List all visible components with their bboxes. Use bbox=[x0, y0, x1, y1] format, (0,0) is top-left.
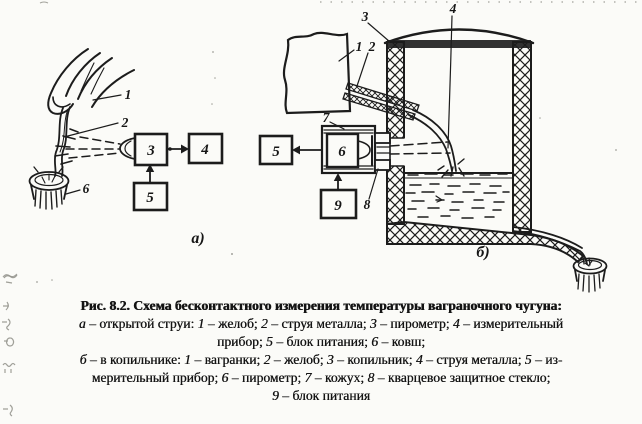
melt-pool bbox=[403, 172, 514, 219]
arrow-power-to-pyrometer-a bbox=[145, 164, 155, 184]
ladle-b bbox=[572, 257, 608, 293]
margin-scribbles bbox=[2, 274, 18, 417]
melt-dashes bbox=[405, 173, 510, 219]
cupola-furnace bbox=[282, 31, 352, 115]
trough bbox=[47, 48, 135, 115]
caption-line: 9 – блок питания bbox=[271, 388, 371, 404]
caption-line: а – открытой струи: 1 – желоб; 2 – струя… bbox=[78, 316, 564, 332]
arrow-pyrometer-to-device bbox=[166, 144, 189, 154]
power-box-label-b: 9 bbox=[334, 198, 342, 214]
chute-ref-label: 2 bbox=[368, 39, 376, 54]
power-supply-box-b: 9 bbox=[319, 188, 358, 220]
pyrometer-box-a: 3 bbox=[133, 132, 169, 167]
power-box-label-a: 5 bbox=[146, 190, 154, 206]
measuring-device-box-a: 4 bbox=[187, 132, 224, 165]
device-box-label-b: 5 bbox=[272, 144, 280, 160]
panel-b-label: б) bbox=[476, 244, 489, 261]
pyrometer-lens-a bbox=[119, 137, 136, 160]
collector-ref-label: 3 bbox=[361, 9, 369, 24]
arrow-power-to-pyrometer-b bbox=[333, 173, 343, 191]
chute bbox=[342, 82, 420, 121]
ref-labels-b: 1 2 3 4 7 8 б) bbox=[323, 1, 490, 261]
sight-dashes-a bbox=[65, 136, 121, 159]
diagram-panel-b: 6 5 9 1 bbox=[258, 1, 608, 293]
pyrometer-housing: 6 bbox=[320, 124, 377, 175]
arrow-pyrometer-to-device-b bbox=[292, 145, 323, 155]
power-supply-box-a: 5 bbox=[132, 181, 169, 212]
quartz-window bbox=[371, 132, 391, 171]
stream-ref-label-a: 2 bbox=[121, 115, 129, 130]
caption-title: Рис. 8.2. Схема бесконтактного измерения… bbox=[80, 298, 562, 313]
furnace-ref-label: 1 bbox=[356, 39, 363, 54]
panel-a-label: а) bbox=[191, 230, 204, 247]
figure-drawing: 3 4 5 1 2 6 а) bbox=[2, 1, 640, 293]
pyrometer-lens-b bbox=[357, 140, 371, 160]
measuring-device-box-b: 5 bbox=[258, 134, 294, 166]
pyrometer-box-b bbox=[325, 132, 360, 169]
diagram-panel-a: 3 4 5 1 2 6 а) bbox=[28, 48, 224, 247]
caption-line: б – в копильнике: 1 – вагранки; 2 – жело… bbox=[79, 352, 563, 368]
metal-stream-a bbox=[53, 106, 71, 177]
pyrometer-box-label-b: 6 bbox=[338, 144, 346, 160]
stream-ref-label-b: 4 bbox=[449, 1, 457, 16]
ladle-ref-label: 6 bbox=[83, 181, 90, 196]
pyrometer-box-label-a: 3 bbox=[146, 143, 155, 159]
housing-ref-label: 7 bbox=[323, 110, 331, 125]
sight-dashes-b bbox=[389, 141, 451, 155]
ladle-a bbox=[28, 166, 70, 210]
splash-marks bbox=[437, 158, 465, 178]
ref-labels-a: 1 2 6 а) bbox=[63, 87, 205, 247]
caption-line: прибор; 5 – блок питания; 6 – ковш; bbox=[216, 334, 426, 350]
glass-ref-label: 8 bbox=[364, 197, 371, 212]
trough-ref-label: 1 bbox=[125, 87, 132, 102]
collector-vessel bbox=[383, 28, 585, 264]
metal-stream-b bbox=[408, 109, 465, 178]
device-box-label-a: 4 bbox=[200, 142, 209, 158]
figure-caption: Рис. 8.2. Схема бесконтактного измерения… bbox=[0, 297, 642, 406]
caption-line: мерительный прибор; 6 – пирометр; 7 – ко… bbox=[91, 370, 551, 386]
